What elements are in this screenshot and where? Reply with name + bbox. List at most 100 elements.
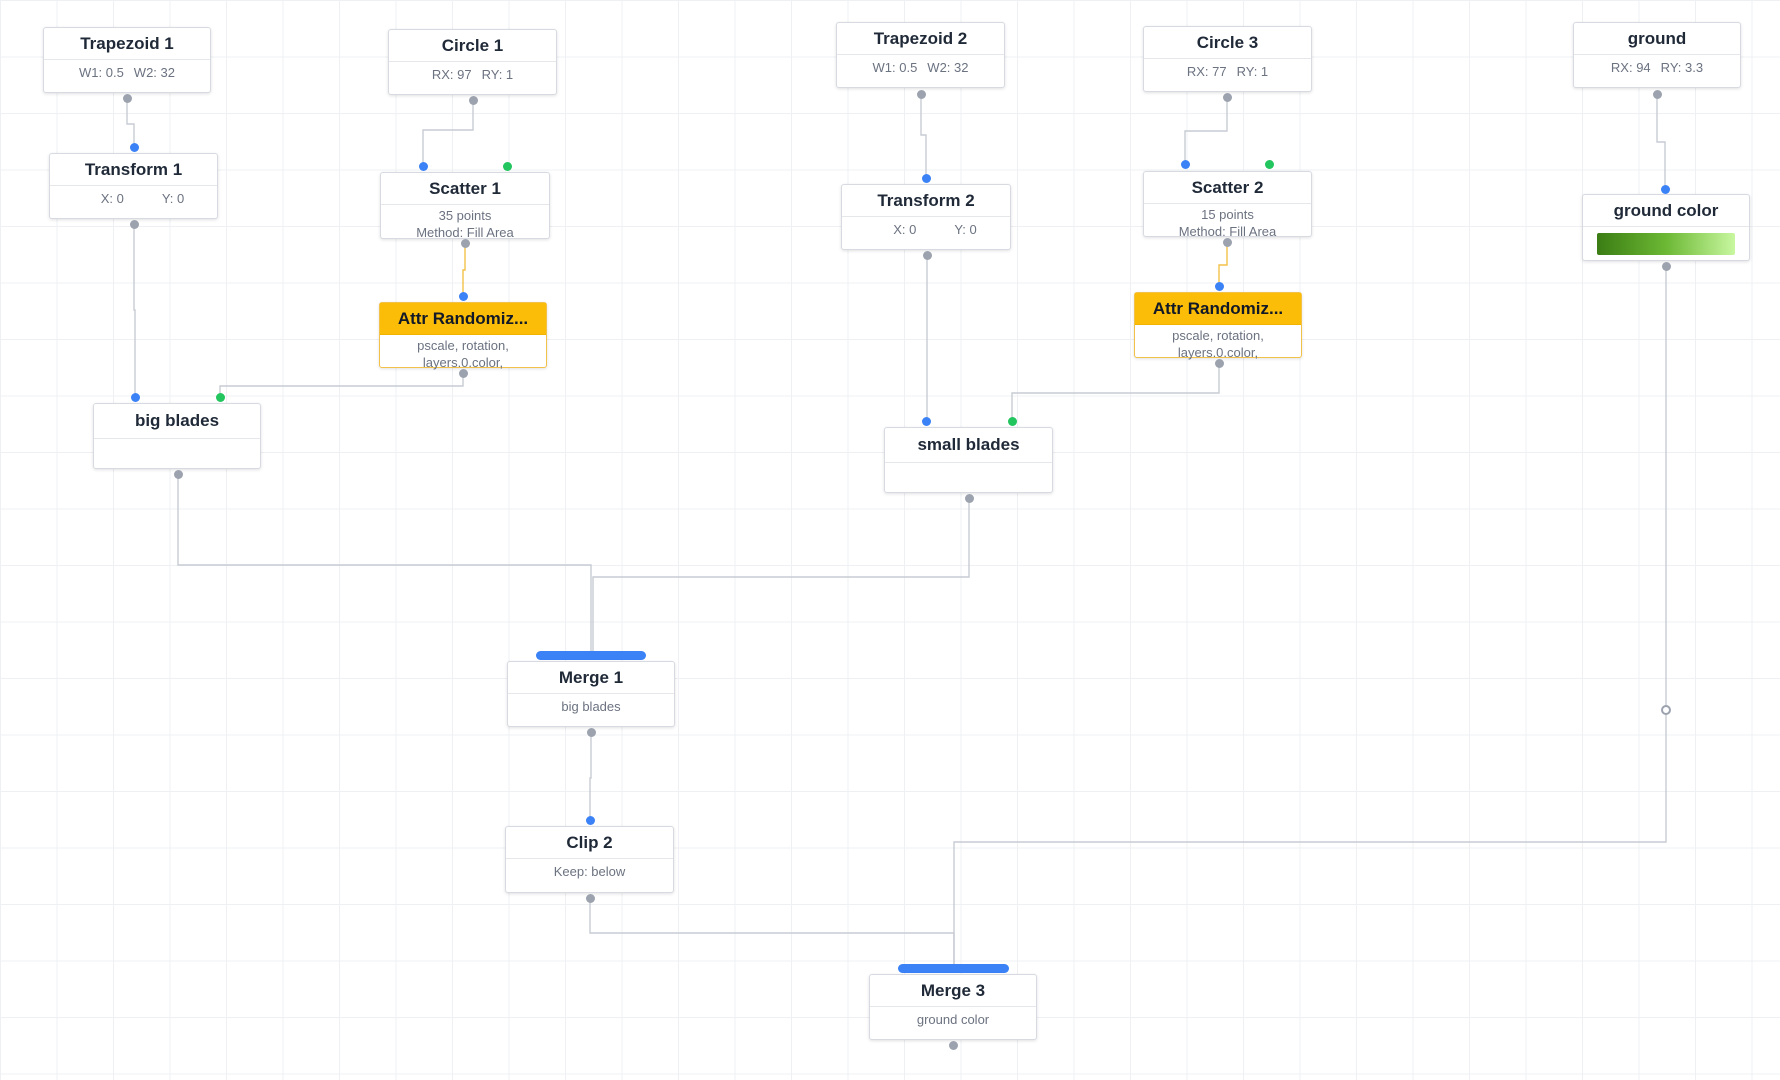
aux-input-port[interactable] — [216, 393, 225, 402]
node-small-blades[interactable]: small blades — [884, 427, 1053, 493]
output-port[interactable] — [1223, 238, 1232, 247]
output-port[interactable] — [1215, 359, 1224, 368]
attr-list-line: pscale, rotation, — [417, 338, 509, 353]
output-port[interactable] — [174, 470, 183, 479]
node-title: Attr Randomiz... — [380, 303, 546, 335]
node-attr-randomize-2[interactable]: Attr Randomiz... pscale, rotation,layers… — [1134, 292, 1302, 360]
output-port[interactable] — [1653, 90, 1662, 99]
input-port[interactable] — [131, 393, 140, 402]
input-port[interactable] — [586, 816, 595, 825]
wire-circle3-scatter2 — [1184, 97, 1228, 164]
attr-list-line: pscale, rotation, — [1172, 328, 1264, 343]
merge-input-bar[interactable] — [536, 651, 646, 660]
output-port[interactable] — [1662, 262, 1671, 271]
output-port[interactable] — [586, 894, 595, 903]
wire-scatter1-attr1 — [462, 243, 466, 296]
output-port[interactable] — [917, 90, 926, 99]
input-port[interactable] — [419, 162, 428, 171]
output-port[interactable] — [123, 94, 132, 103]
param-x: X: 0 — [893, 222, 917, 237]
param-y: Y: 0 — [161, 191, 185, 206]
node-title: Circle 3 — [1144, 27, 1311, 59]
aux-input-port[interactable] — [1008, 417, 1017, 426]
input-port[interactable] — [459, 292, 468, 301]
node-transform-1[interactable]: Transform 1 X: 0 Y: 0 — [49, 153, 218, 219]
node-title: Trapezoid 1 — [44, 28, 210, 60]
output-port[interactable] — [1223, 93, 1232, 102]
node-big-blades[interactable]: big blades — [93, 403, 261, 469]
param-rx: RX: 97 — [431, 67, 472, 82]
input-port[interactable] — [922, 417, 931, 426]
clip-mode: Keep: below — [553, 864, 626, 879]
output-port[interactable] — [923, 251, 932, 260]
node-title: ground — [1574, 23, 1740, 55]
wire-circle1-scatter1 — [422, 100, 474, 166]
node-title: Transform 1 — [50, 154, 217, 186]
param-ry: RY: 1 — [1236, 64, 1269, 79]
wire-scatter2-attr2 — [1218, 242, 1228, 286]
param-ry: RY: 1 — [481, 67, 514, 82]
param-w2: W2: 32 — [133, 65, 175, 80]
wire-merge1-clip2 — [589, 732, 592, 820]
node-title: Trapezoid 2 — [837, 23, 1004, 55]
input-port[interactable] — [922, 174, 931, 183]
wire-smallblades-merge1 — [592, 498, 970, 655]
wire-clip2-merge3 — [589, 898, 955, 970]
wire-attr2-smallblades — [1011, 363, 1220, 421]
wire-groundcolor-merge3 — [953, 266, 1667, 970]
param-w2: W2: 32 — [927, 60, 969, 75]
node-trapezoid-2[interactable]: Trapezoid 2 W1: 0.5 W2: 32 — [836, 22, 1005, 88]
wire-trapezoid1-transform1 — [126, 98, 135, 147]
node-attr-randomize-1[interactable]: Attr Randomiz... pscale, rotation, layers… — [379, 302, 547, 370]
input-port[interactable] — [1661, 185, 1670, 194]
node-title: Merge 3 — [870, 975, 1036, 1007]
node-title: small blades — [885, 428, 1052, 463]
param-w1: W1: 0.5 — [872, 60, 918, 75]
output-port[interactable] — [461, 239, 470, 248]
node-merge-3[interactable]: Merge 3 ground color — [869, 974, 1037, 1040]
node-title: Circle 1 — [389, 30, 556, 62]
output-port[interactable] — [459, 369, 468, 378]
scatter-method: Method: Fill Area — [416, 225, 514, 240]
node-title: Merge 1 — [508, 662, 674, 694]
wire-attr1-bigblades — [219, 373, 464, 397]
wire-reroute-dot[interactable] — [1661, 705, 1671, 715]
wire-bigblades-merge1 — [177, 474, 592, 655]
node-clip-2[interactable]: Clip 2 Keep: below — [505, 826, 674, 893]
node-merge-1[interactable]: Merge 1 big blades — [507, 661, 675, 727]
param-rx: RX: 94 — [1610, 60, 1651, 75]
color-gradient-ramp[interactable] — [1597, 233, 1735, 255]
wire-ground-groundcolor — [1656, 94, 1666, 189]
scatter-count: 15 points — [1201, 207, 1254, 222]
node-ground[interactable]: ground RX: 94 RY: 3.3 — [1573, 22, 1741, 88]
output-port[interactable] — [587, 728, 596, 737]
aux-input-port[interactable] — [503, 162, 512, 171]
output-port[interactable] — [130, 220, 139, 229]
node-title: Scatter 2 — [1144, 172, 1311, 204]
merge-input-bar[interactable] — [898, 964, 1009, 973]
node-title: Scatter 1 — [381, 173, 549, 205]
node-circle-1[interactable]: Circle 1 RX: 97 RY: 1 — [388, 29, 557, 95]
input-port[interactable] — [130, 143, 139, 152]
param-w1: W1: 0.5 — [79, 65, 124, 80]
param-x: X: 0 — [100, 191, 124, 206]
merge-subtitle: big blades — [561, 699, 621, 714]
output-port[interactable] — [965, 494, 974, 503]
node-title: Attr Randomiz... — [1135, 293, 1301, 325]
param-ry: RY: 3.3 — [1660, 60, 1704, 75]
wire-trapezoid2-transform2 — [920, 94, 927, 178]
aux-input-port[interactable] — [1265, 160, 1274, 169]
node-ground-color[interactable]: ground color — [1582, 194, 1750, 261]
input-port[interactable] — [1181, 160, 1190, 169]
node-trapezoid-1[interactable]: Trapezoid 1 W1: 0.5 W2: 32 — [43, 27, 211, 93]
output-port[interactable] — [949, 1041, 958, 1050]
output-port[interactable] — [469, 96, 478, 105]
node-title: Clip 2 — [506, 827, 673, 859]
attr-list-line: layers.0.color, — [422, 355, 504, 370]
input-port[interactable] — [1215, 282, 1224, 291]
